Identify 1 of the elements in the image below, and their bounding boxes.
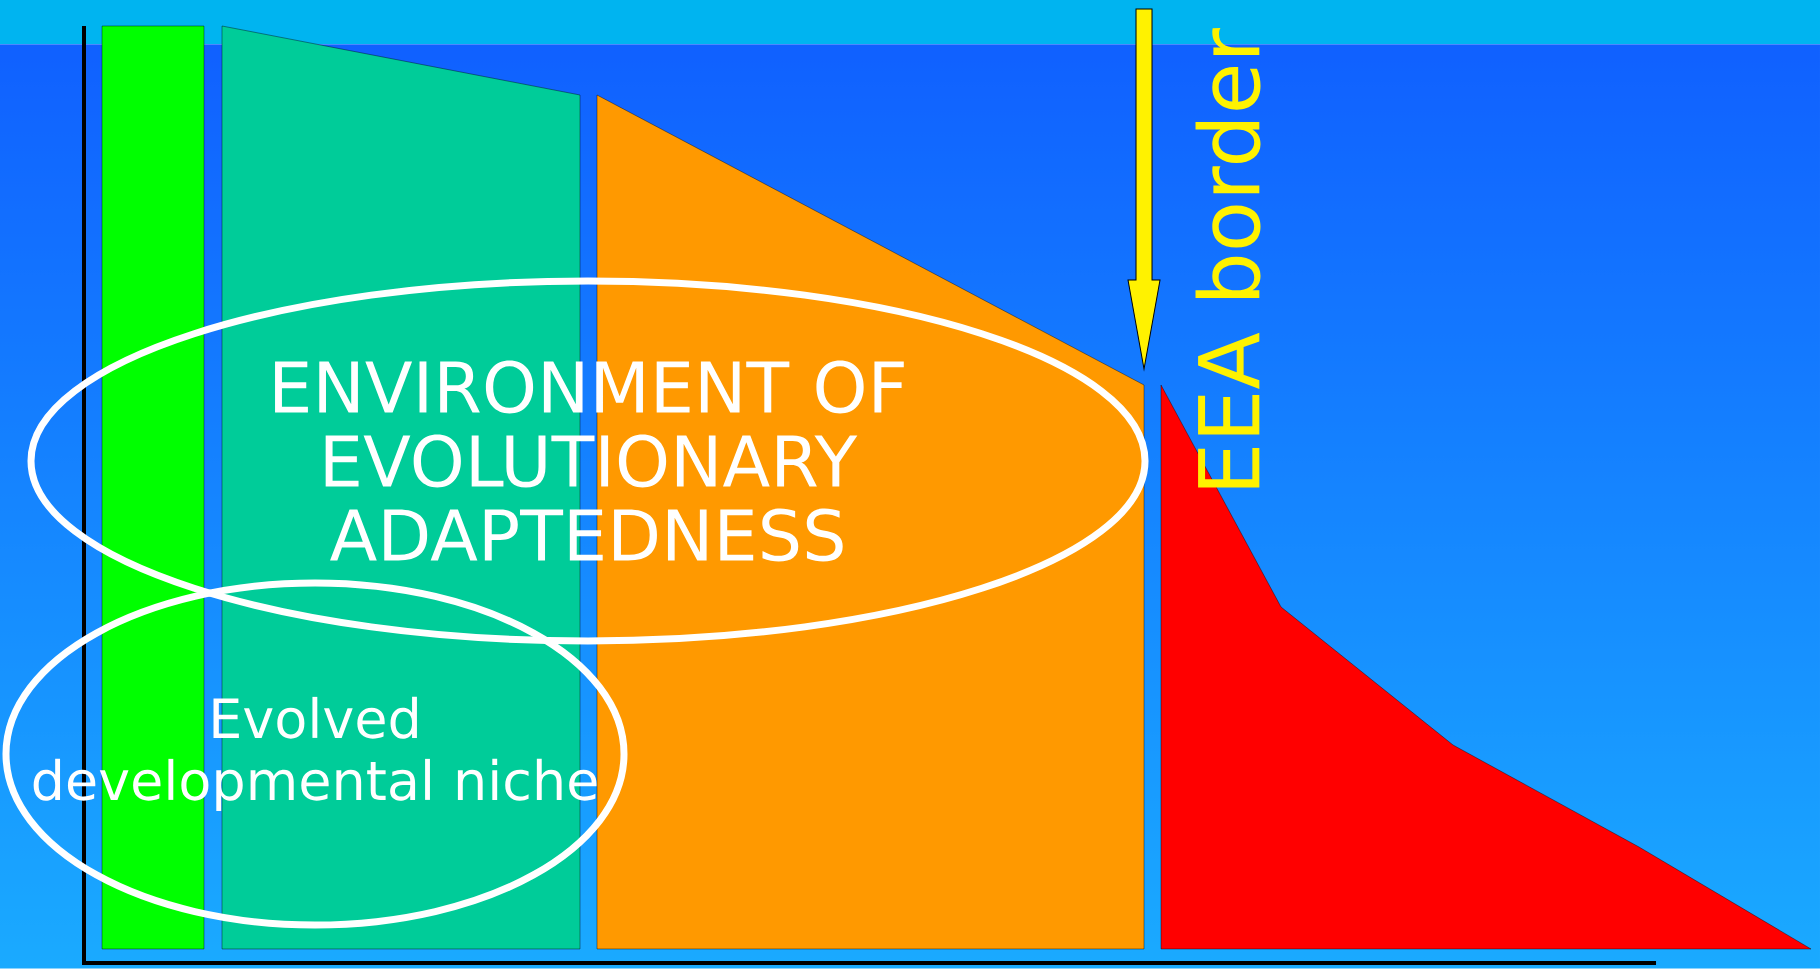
rotated-label: EEA border xyxy=(1195,28,1261,488)
